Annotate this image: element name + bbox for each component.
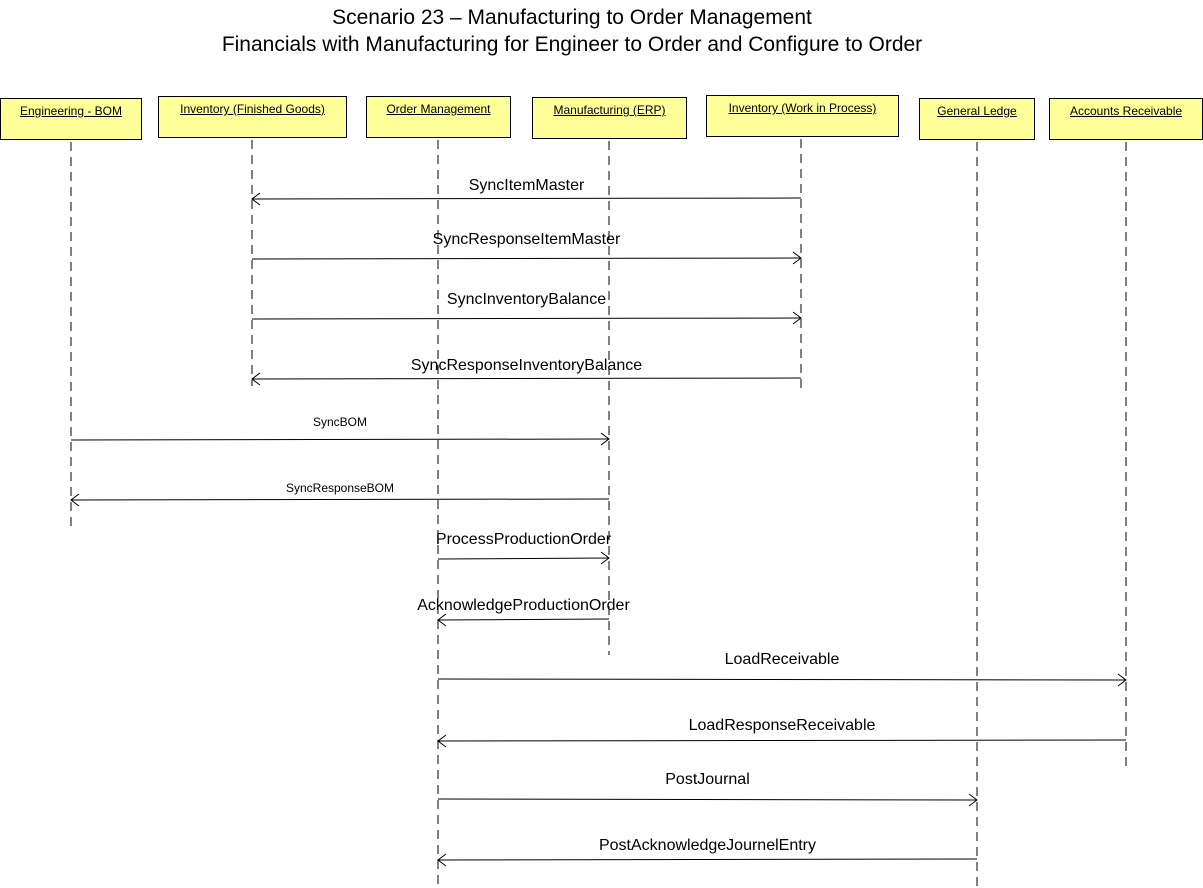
arrowhead-icon [600,551,610,565]
message-post-journal: PostJournal [437,771,978,807]
arrowhead-icon [792,311,802,325]
message-arrow-line [251,377,802,380]
diagram-title: Scenario 23 – Manufacturing to Order Man… [332,6,812,29]
message-post-acknowledge-journel-entry: PostAcknowledgeJournelEntry [437,837,978,867]
message-load-response-receivable: LoadResponseReceivable [437,717,1127,748]
message-label: AcknowledgeProductionOrder [417,597,630,614]
arrowhead-icon [1117,673,1127,687]
arrowhead-icon [600,432,610,446]
participant-inventory-work-in-process: Inventory (Work in Process) [706,95,899,137]
participant-accounts-receivable: Accounts Receivable [1049,98,1203,140]
participant-label: Manufacturing (ERP) [553,103,666,117]
diagram-subtitle: Financials with Manufacturing for Engine… [221,33,923,56]
participant-label: General Ledge [937,104,1017,118]
participant-label: Order Management [386,102,491,116]
message-arrow-line [437,618,610,621]
message-arrow-line [251,197,802,200]
message-label: PostAcknowledgeJournelEntry [599,837,816,854]
message-arrow-line [437,739,1127,742]
arrowhead-icon [251,192,261,206]
arrowhead-icon [70,493,80,507]
message-arrow-line [70,438,610,441]
message-sync-item-master: SyncItemMaster [251,177,802,206]
message-label: SyncBOM [313,415,367,429]
arrowhead-icon [251,372,261,386]
message-label: SyncInventoryBalance [447,291,606,308]
message-label: SyncItemMaster [469,177,585,194]
message-arrow-line [251,257,802,260]
message-sync-bom: SyncBOM [70,415,610,446]
message-label: SyncResponseInventoryBalance [411,357,642,374]
participant-order-management: Order Management [366,96,511,138]
message-arrow-line [437,798,978,801]
message-arrow-line [437,858,978,861]
message-sync-response-bom: SyncResponseBOM [70,481,610,507]
participant-engineering-bom: Engineering - BOM [0,98,142,140]
message-sync-response-inventory-balance: SyncResponseInventoryBalance [251,357,802,386]
message-sync-response-item-master: SyncResponseItemMaster [251,231,802,265]
arrowhead-icon [437,613,447,627]
participant-label: Inventory (Finished Goods) [180,102,325,116]
participant-label: Engineering - BOM [19,104,123,118]
message-load-receivable: LoadReceivable [437,651,1127,687]
participant-general-ledge: General Ledge [919,98,1035,140]
message-label: ProcessProductionOrder [436,531,612,548]
arrowhead-icon [437,734,447,748]
arrowhead-icon [437,853,447,867]
message-arrow-line [437,678,1127,681]
participant-label: Inventory (Work in Process) [728,101,877,115]
arrowhead-icon [792,251,802,265]
participant-inventory-finished-goods: Inventory (Finished Goods) [158,96,347,138]
message-label: LoadReceivable [725,651,840,668]
participant-label: Accounts Receivable [1069,104,1183,118]
arrowhead-icon [968,793,978,807]
message-label: SyncResponseBOM [286,481,394,495]
message-arrow-line [437,557,610,560]
message-sync-inventory-balance: SyncInventoryBalance [251,291,802,325]
message-arrow-line [70,498,610,501]
message-acknowledge-production-order: AcknowledgeProductionOrder [417,597,630,627]
participant-manufacturing-erp: Manufacturing (ERP) [532,97,687,139]
message-label: PostJournal [665,771,750,788]
message-label: SyncResponseItemMaster [433,231,621,248]
message-label: LoadResponseReceivable [689,717,876,734]
message-arrow-line [251,317,802,320]
message-process-production-order: ProcessProductionOrder [436,531,612,565]
